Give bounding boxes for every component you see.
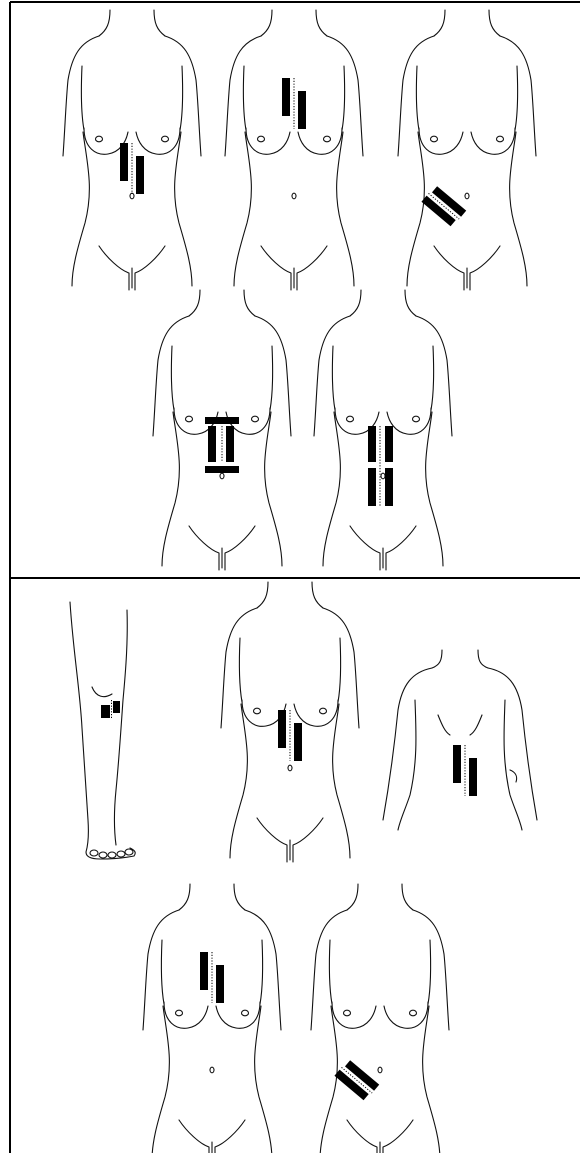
figure-frame — [10, 2, 580, 1153]
torso-front-3 — [398, 10, 536, 290]
torso-front-4 — [153, 290, 291, 570]
torso-front-1 — [63, 10, 201, 290]
electrode-pair — [282, 78, 306, 129]
electrode-pair — [453, 745, 477, 796]
leg-front — [70, 602, 135, 859]
electrode-pair — [200, 952, 224, 1003]
electrode-set — [368, 426, 393, 506]
torso-front-7 — [143, 884, 281, 1153]
torso-front-5 — [314, 290, 452, 570]
electrode-pair — [101, 700, 120, 718]
electrode-pair — [334, 1059, 379, 1102]
panel-bottom — [70, 582, 537, 1153]
torso-front-8 — [311, 884, 449, 1153]
torso-front-6 — [221, 582, 359, 862]
torso-back — [383, 650, 537, 830]
electrode-pair — [421, 185, 466, 228]
electrode-set — [205, 417, 239, 473]
torso-front-2 — [225, 10, 363, 290]
electrode-pair — [278, 710, 302, 761]
electrode-pair — [120, 143, 144, 194]
panel-top — [63, 10, 536, 570]
